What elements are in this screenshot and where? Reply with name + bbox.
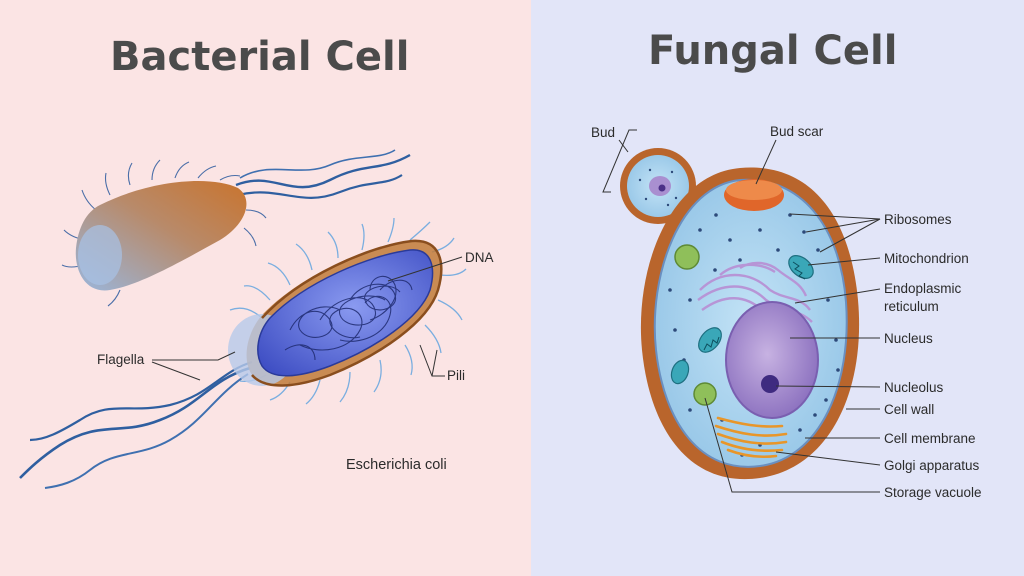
nucleus-label: Nucleus: [884, 331, 933, 346]
mitochondrion-label: Mitochondrion: [884, 251, 969, 266]
cell-membrane-label: Cell membrane: [884, 431, 976, 446]
bacterial-leader-lines: [151, 256, 463, 381]
golgi-label: Golgi apparatus: [884, 458, 980, 473]
cell-wall-label: Cell wall: [884, 402, 934, 417]
ribosomes-label: Ribosomes: [884, 212, 952, 227]
fungal-leader-lines: [618, 139, 881, 493]
species-label: Escherichia coli: [346, 457, 447, 473]
er-label-line2: reticulum: [884, 299, 939, 314]
flagella-label: Flagella: [97, 352, 145, 367]
er-label-line1: Endoplasmic: [884, 281, 962, 296]
bud-scar-label: Bud scar: [770, 124, 824, 139]
pili-label: Pili: [447, 368, 465, 383]
bud-label: Bud: [591, 125, 615, 140]
fungal-cell-title: Fungal Cell: [648, 28, 898, 74]
bacterium-ecoli: [19, 217, 467, 489]
dna-label: DNA: [465, 250, 494, 265]
bacterial-panel: [0, 0, 531, 576]
storage-vacuole-label: Storage vacuole: [884, 485, 982, 500]
bacterium-background: [61, 149, 411, 307]
bud-bracket: [602, 129, 637, 193]
bacterial-cell-title: Bacterial Cell: [110, 34, 410, 80]
fungal-cell: [620, 148, 860, 480]
nucleolus-label: Nucleolus: [884, 380, 944, 395]
